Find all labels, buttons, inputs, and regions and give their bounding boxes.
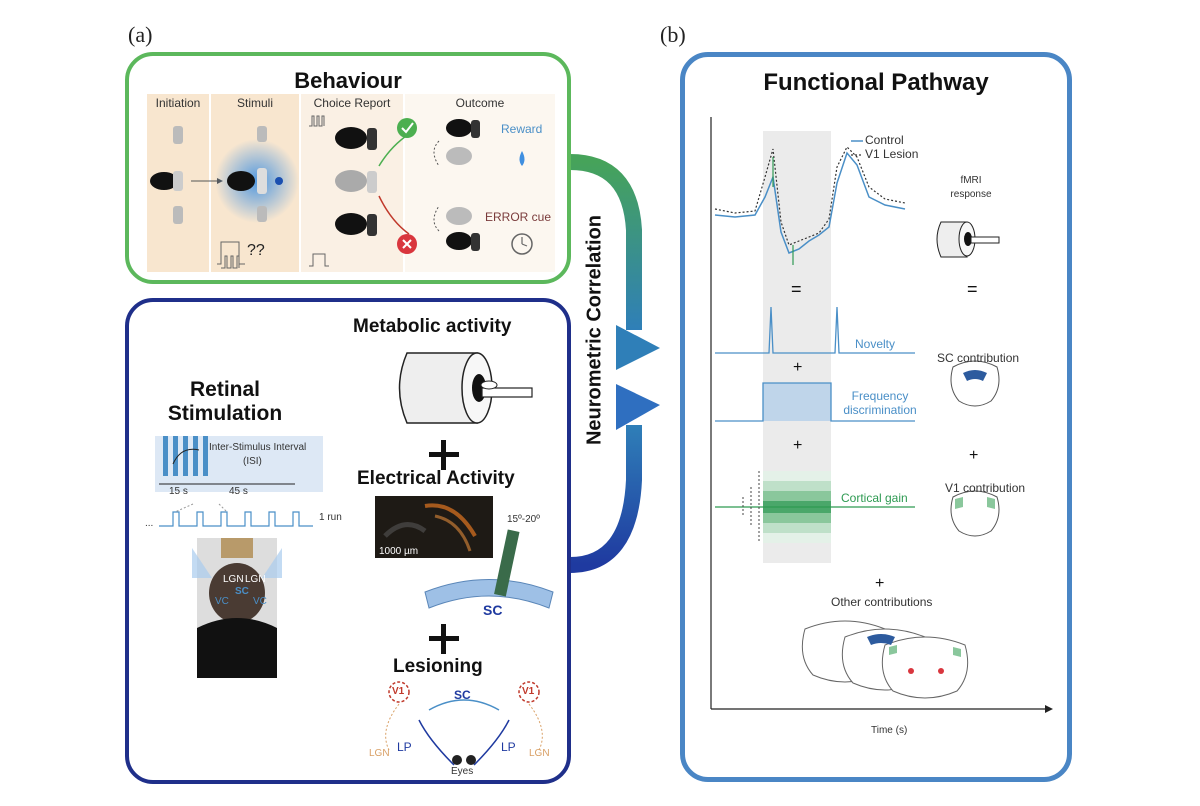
stage-outcome-label: Outcome (455, 96, 505, 110)
behaviour-box: Behaviour Initiation Stimuli Choice Repo… (125, 52, 571, 284)
time-15s-label: 15 s (169, 486, 188, 497)
legend-lesion-label: V1 Lesion (865, 147, 919, 161)
pathway-schematic (710, 117, 1053, 713)
lp-right-label: LP (501, 740, 516, 754)
plus-sign-other: + (875, 575, 885, 592)
stimulus-question-label: ?? (247, 242, 265, 259)
metabolic-activity-title: Metabolic activity (353, 316, 512, 337)
plus-sign-right: + (969, 447, 979, 464)
lgn-right-label: LGN (245, 574, 266, 585)
plus-sign-frequency: + (793, 437, 803, 454)
lgn-circuit-left-label: LGN (369, 748, 390, 759)
run-label: 1 run (319, 512, 342, 523)
probe-angle-label: 15º-20º (507, 514, 540, 525)
time-axis-label: Time (s) (871, 725, 908, 736)
sc-probe-illustration (424, 529, 554, 609)
plus-sign-1 (429, 440, 459, 470)
run-dots-label: ... (145, 518, 154, 529)
retinal-title-line1: Retinal (189, 378, 260, 401)
lesioning-circuit (385, 681, 543, 766)
lp-left-label: LP (397, 740, 412, 754)
sc-circuit-label: SC (454, 688, 471, 702)
sc-contribution-label: SC contribution (937, 351, 1020, 365)
histology-image (375, 496, 493, 558)
reward-label: Reward (501, 122, 543, 136)
v1-right-label: V1 (522, 686, 535, 697)
functional-pathway-title: Functional Pathway (763, 69, 989, 96)
v1-left-label: V1 (392, 686, 405, 697)
neurometric-correlation-label: Neurometric Correlation (583, 214, 606, 446)
equals-sign-right: = (967, 279, 978, 299)
isi-label-line2: (ISI) (243, 456, 262, 467)
eyes-label: Eyes (451, 766, 474, 777)
stage-stimuli-label: Stimuli (236, 96, 273, 110)
other-contributions-label: Other contributions (831, 595, 933, 609)
sc-label: SC (483, 602, 503, 618)
electrical-activity-title: Electrical Activity (357, 468, 515, 489)
time-45s-label: 45 s (229, 486, 248, 497)
isi-label-line1: Inter-Stimulus Interval (209, 442, 307, 453)
fmri-label-line2: response (950, 189, 992, 200)
equals-sign-left: = (791, 279, 802, 299)
fmri-label-line1: fMRI (960, 175, 982, 186)
error-cue-label: ERROR cue (485, 210, 552, 224)
mouse-head-illustration (192, 538, 282, 678)
frequency-label-line2: discrimination (843, 403, 917, 417)
panel-label-a: (a) (128, 22, 153, 47)
novelty-label: Novelty (855, 337, 896, 351)
plus-sign-novelty: + (793, 359, 803, 376)
lgn-left-label: LGN (223, 574, 244, 585)
functional-pathway-box: Functional Pathway (680, 52, 1072, 782)
stage-initiation-label: Initiation (155, 96, 201, 110)
mri-scanner-icon (398, 352, 533, 424)
retinal-title-line2: Stimulation (167, 402, 283, 425)
behaviour-illustration (150, 115, 533, 269)
sc-small-label: SC (235, 586, 249, 597)
v1-contribution-label: V1 contribution (945, 481, 1026, 495)
connector-arrows (569, 154, 660, 573)
cortical-gain-label: Cortical gain (841, 491, 908, 505)
experiment-box: Metabolic activity Electrical Activity L… (125, 298, 571, 784)
vc-right-label: VC (253, 596, 267, 607)
lgn-circuit-right-label: LGN (529, 748, 550, 759)
panel-label-b: (b) (660, 22, 686, 47)
behaviour-title: Behaviour (294, 68, 402, 93)
run-pulse-train (159, 503, 313, 527)
vc-left-label: VC (215, 596, 229, 607)
frequency-label-line1: Frequency (851, 389, 909, 403)
legend-control-label: Control (865, 133, 904, 147)
plus-sign-2 (429, 624, 459, 654)
stage-choice-label: Choice Report (313, 96, 391, 110)
scale-bar-label: 1000 µm (379, 546, 419, 557)
lesioning-title: Lesioning (393, 656, 483, 677)
